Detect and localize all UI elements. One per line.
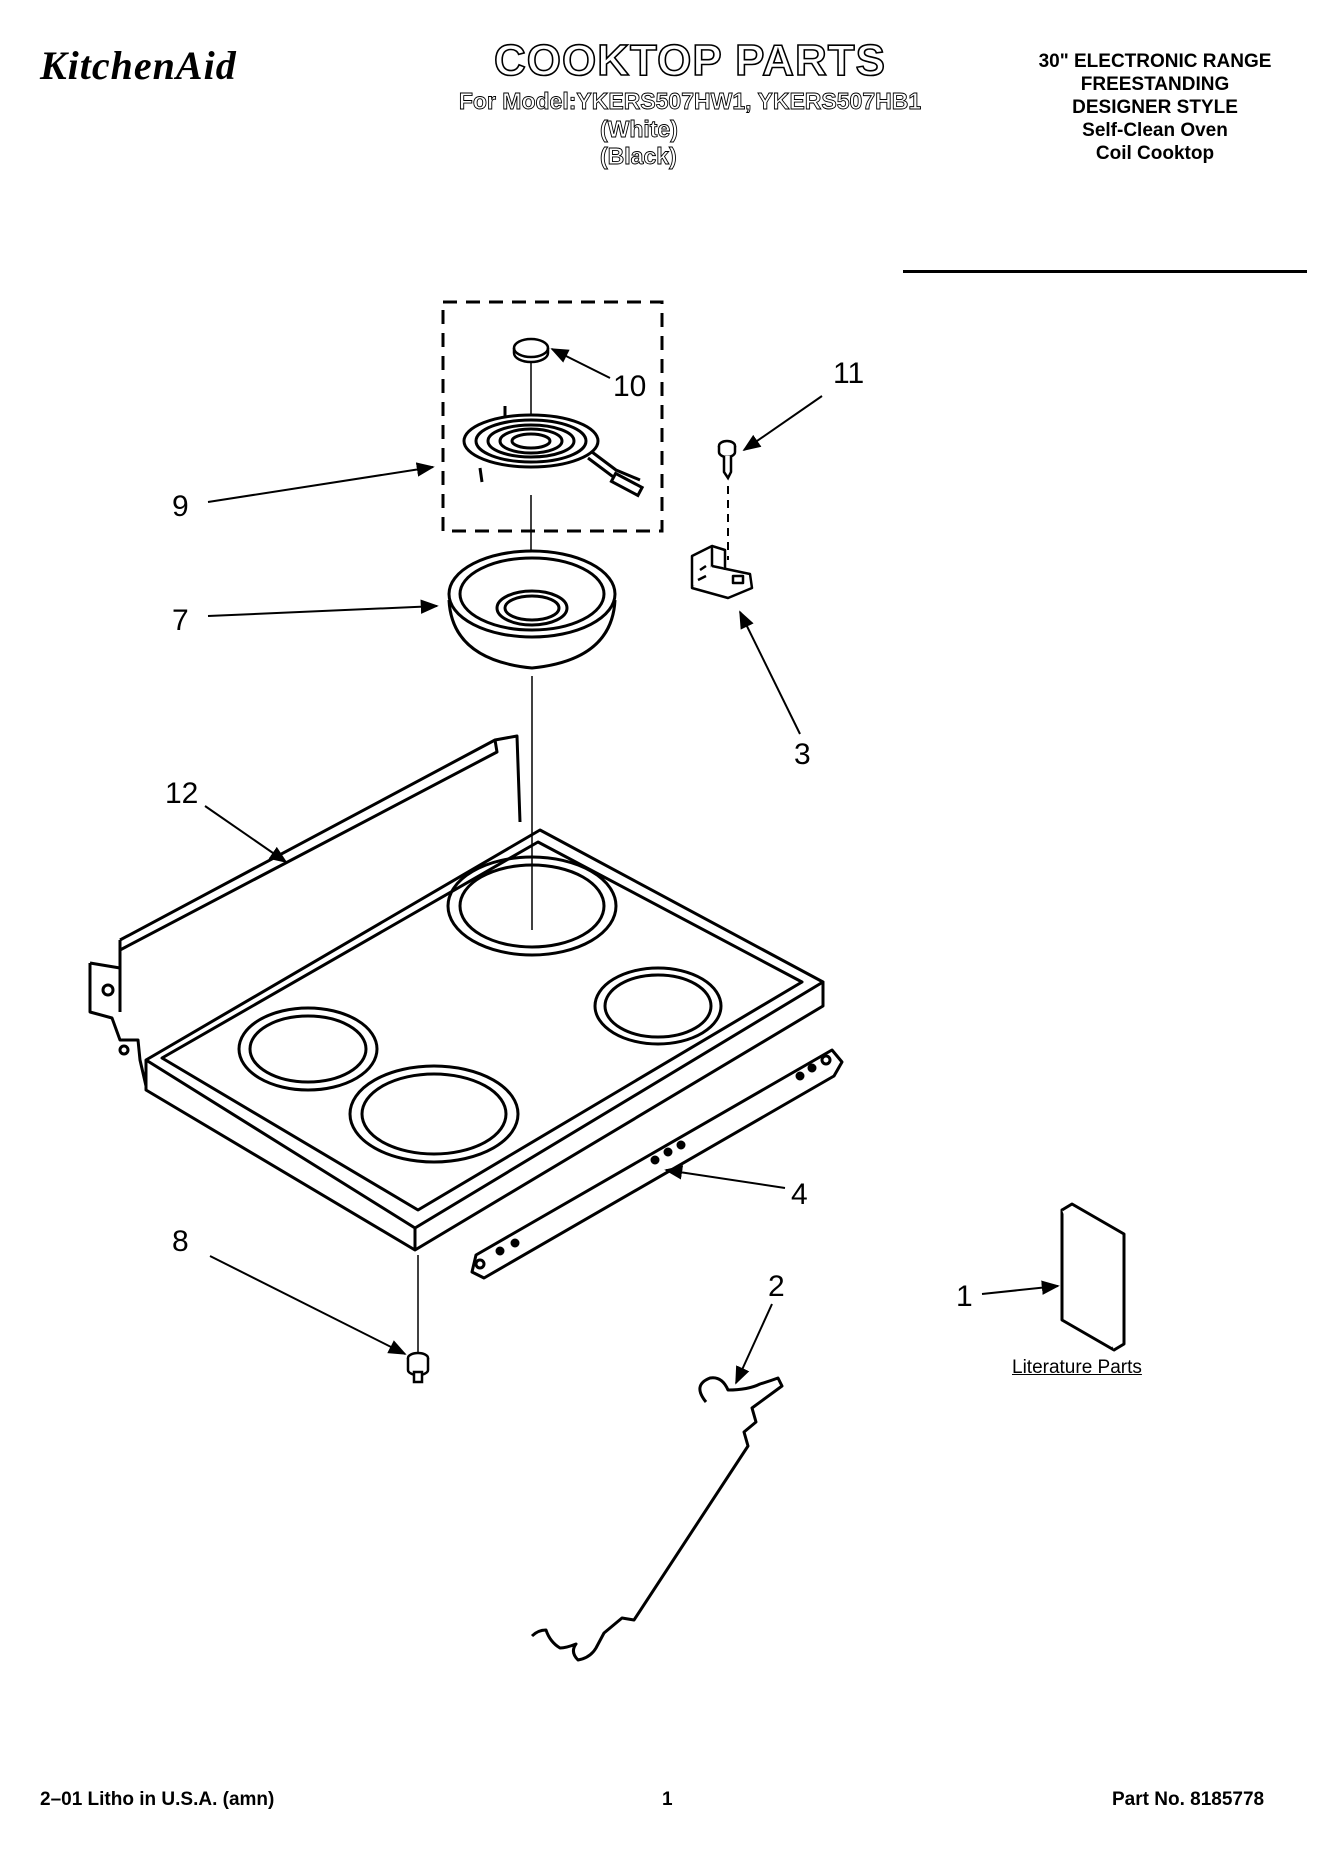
header-rule (903, 270, 1307, 273)
model-line: For Model:YKERS507HW1, YKERS507HB1 (458, 88, 922, 115)
description-line: DESIGNER STYLE (1072, 97, 1238, 118)
wire-harness-part (530, 1376, 784, 1662)
drip-bowl-part (447, 549, 617, 670)
screw-part (406, 1351, 430, 1384)
page-title: COOKTOP PARTS (493, 35, 886, 86)
range-description: 30" ELECTRONIC RANGE FREESTANDING DESIGN… (1005, 50, 1305, 165)
callout-2: 2 (768, 1270, 785, 1303)
part-number: Part No. 8185778 (1112, 1789, 1265, 1810)
brand-logo: KitchenAid (40, 43, 237, 88)
model-variants: (White) (Black) (600, 116, 900, 170)
description-line: 30" ELECTRONIC RANGE (1038, 51, 1272, 72)
litho-note: 2–01 Litho in U.S.A. (amn) (40, 1789, 275, 1810)
support-bar-part (470, 1048, 844, 1280)
variant-black: (Black) (600, 143, 678, 170)
leader-lines (204, 348, 1060, 1385)
callout-9: 9 (172, 490, 189, 523)
callout-1: 1 (956, 1280, 973, 1313)
callout-10: 10 (613, 370, 646, 403)
page-number: 1 (662, 1789, 673, 1810)
cooktop-main-top-part (88, 734, 825, 1252)
element-group-box (441, 300, 664, 533)
callout-numbers: 10 9 7 11 3 12 4 8 2 1 (165, 357, 973, 1313)
coil-element-part (462, 406, 645, 498)
callout-7: 7 (172, 604, 189, 637)
callout-11: 11 (833, 357, 864, 390)
description-line: Coil Cooktop (1095, 143, 1215, 164)
callout-3: 3 (794, 738, 811, 771)
literature-booklet-part (1060, 1202, 1126, 1352)
callout-4: 4 (791, 1178, 808, 1211)
description-line: Self-Clean Oven (1082, 120, 1228, 141)
callout-8: 8 (172, 1225, 189, 1258)
bracket-part (690, 544, 754, 600)
center-cap-part (512, 337, 550, 364)
small-screw-part (717, 439, 737, 481)
literature-parts-label: Literature Parts (1012, 1357, 1142, 1378)
description-line: FREESTANDING (1080, 74, 1230, 95)
callout-12: 12 (165, 777, 198, 810)
variant-white: (White) (600, 116, 679, 143)
